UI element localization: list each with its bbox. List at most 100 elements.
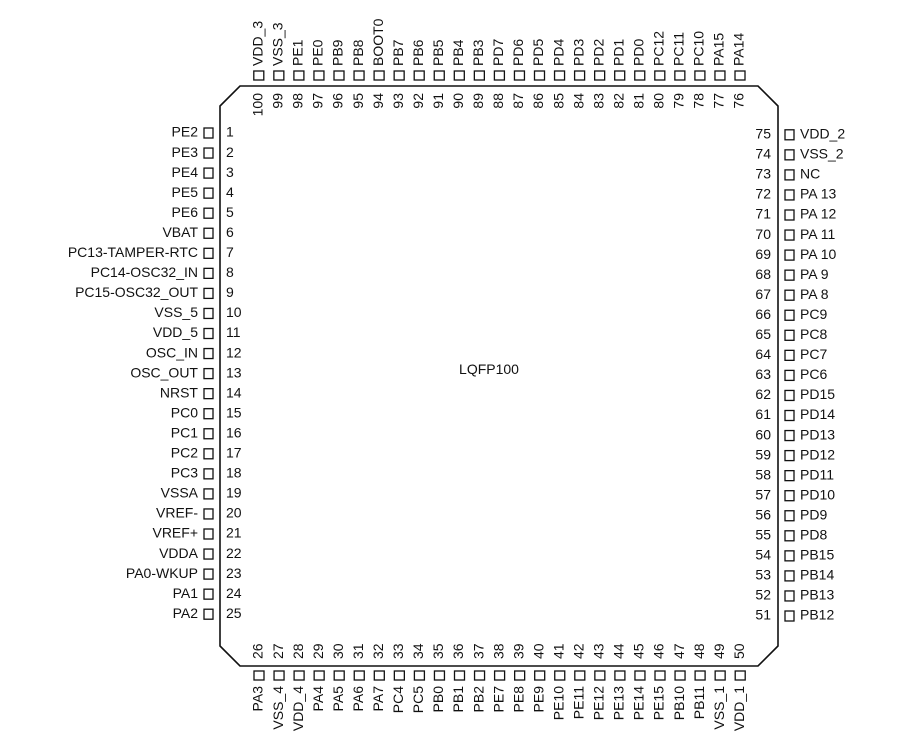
pin-pad [674,70,686,81]
pin-pad [203,568,214,580]
pin-number: 36 [450,643,466,659]
pin-name: PA1 [173,585,199,601]
pin-name: PE10 [550,686,566,720]
pin-number: 38 [490,643,506,659]
pin-name: PA2 [173,605,199,621]
pin-number: 46 [651,643,667,659]
pin-number: 26 [250,643,266,659]
pin-number: 9 [226,284,234,300]
pin-pad [714,70,726,81]
pin-number: 76 [731,93,747,109]
pin-number: 17 [226,445,242,461]
pin-name: PB15 [800,547,834,563]
pin-number: 84 [570,93,586,109]
pin-pad [784,289,795,301]
pin-pad [714,670,726,681]
pins-right: PB1251PB1352PB1453PB1554PD855PD956PD1057… [755,126,845,623]
pin-pad [784,490,795,502]
pin-number: 89 [470,93,486,109]
pin-pad [203,327,214,340]
pin-number: 16 [226,424,242,440]
pin-number: 68 [755,266,771,282]
pin-pad [203,127,214,139]
pin-number: 13 [226,364,242,380]
pin-number: 18 [226,465,242,481]
pin-name: PD1 [610,39,626,66]
pin-name: PE3 [172,144,199,160]
pin-name: PE15 [651,686,667,720]
pin-number: 6 [226,224,234,240]
pin-number: 59 [755,446,771,462]
pin-name: PB1 [450,686,466,713]
pin-name: VDDA [159,545,199,561]
pin-pad [203,387,214,400]
pin-name: PB11 [691,686,707,719]
pin-number: 49 [711,643,727,659]
pin-number: 97 [310,93,326,109]
pin-pad [654,70,666,81]
pin-name: PD6 [510,39,526,66]
pin-name: PC9 [800,306,827,322]
pin-number: 79 [671,93,687,109]
pin-number: 73 [755,166,771,182]
pin-pad [203,448,214,460]
pin-pad [203,488,214,500]
pin-pad [784,229,795,241]
pin-pad [493,670,506,681]
pin-pad [453,670,466,681]
pin-name: PC3 [171,465,198,481]
pin-pad [784,349,795,362]
pin-pad [784,249,795,261]
pin-number: 69 [755,246,771,262]
pin-number: 74 [755,146,771,162]
pin-name: PC4 [390,686,406,713]
pin-pad [393,670,406,681]
pin-pad [253,70,265,81]
pin-pad [203,267,214,280]
pin-name: PA3 [250,686,266,712]
pin-pad [694,70,706,81]
pin-number: 81 [630,93,646,109]
pin-name: PA7 [370,686,386,712]
pin-pad [333,670,345,681]
pin-name: PE11 [571,686,587,719]
pin-pad [413,70,425,81]
pin-number: 95 [350,93,366,109]
pin-name: VDD_1 [731,686,747,731]
pin-number: 93 [390,93,406,109]
pin-number: 92 [410,93,426,109]
pin-name: PE13 [611,686,627,720]
pin-name: PC0 [171,404,198,420]
pin-26: PA3 26 [250,643,266,711]
pin-number: 15 [226,404,242,420]
pin-pad [273,670,285,681]
pin-number: 41 [550,643,566,659]
pin-number: 82 [610,93,626,109]
pin-pad [574,670,586,681]
pin-name: PE0 [310,39,326,66]
pin-name: OSC_OUT [130,364,198,380]
pin-number: 88 [490,93,506,109]
pin-name: PA6 [350,686,366,712]
pin-name: PA5 [330,686,346,712]
